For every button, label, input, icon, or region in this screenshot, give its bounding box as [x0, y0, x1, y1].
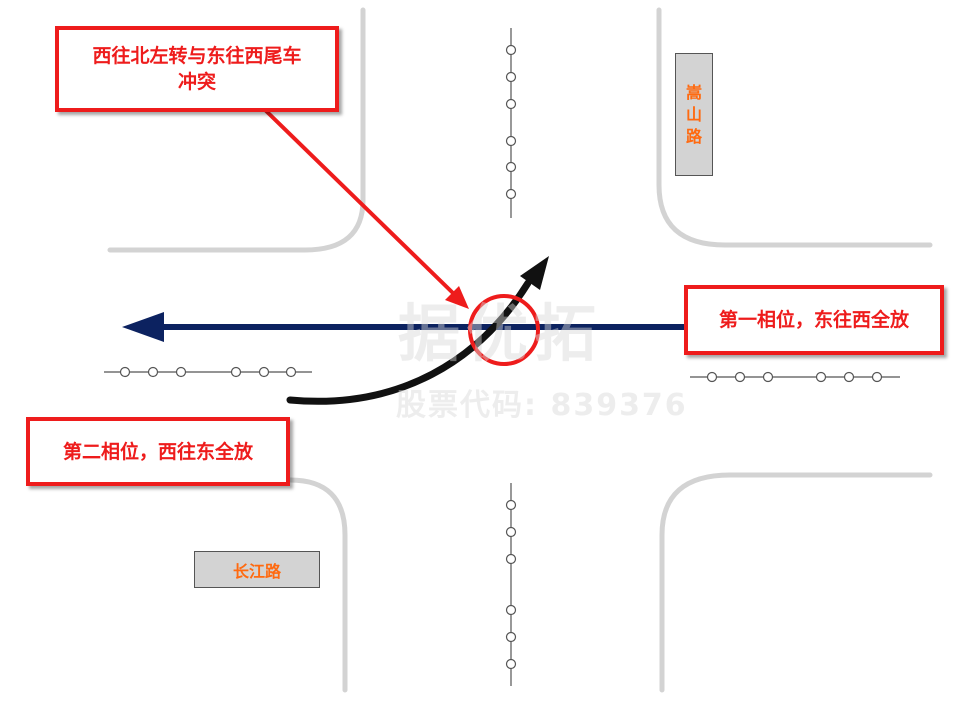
curb-southwest — [287, 477, 348, 693]
lane-marker-east — [690, 371, 900, 383]
road-sign-changjiang: 长江路 — [194, 551, 320, 588]
eastwest-flow-arrow — [122, 312, 700, 342]
road-sign-char: 山 — [685, 104, 702, 124]
west-leftturn-arrow — [286, 256, 549, 405]
conflict-circle — [468, 294, 540, 366]
curb-northeast — [656, 7, 933, 248]
lane-marker-west — [104, 366, 312, 378]
callout-conflict: 西往北左转与东往西尾车 冲突 — [55, 26, 339, 112]
road-sign-char: 路 — [685, 126, 702, 146]
callout-phase1: 第一相位，东往西全放 — [684, 285, 944, 355]
callout-phase2: 第二相位，西往东全放 — [26, 417, 290, 486]
road-sign-char: 嵩 — [685, 82, 702, 102]
lane-marker-south — [505, 483, 517, 686]
road-sign-songshan: 嵩 山 路 — [675, 53, 713, 176]
lane-marker-north — [505, 28, 517, 218]
conflict-leader-arrow — [258, 103, 469, 309]
callout-conflict-line2: 冲突 — [177, 71, 216, 93]
curb-southeast — [659, 472, 933, 693]
callout-conflict-line1: 西往北左转与东往西尾车 — [92, 45, 302, 67]
